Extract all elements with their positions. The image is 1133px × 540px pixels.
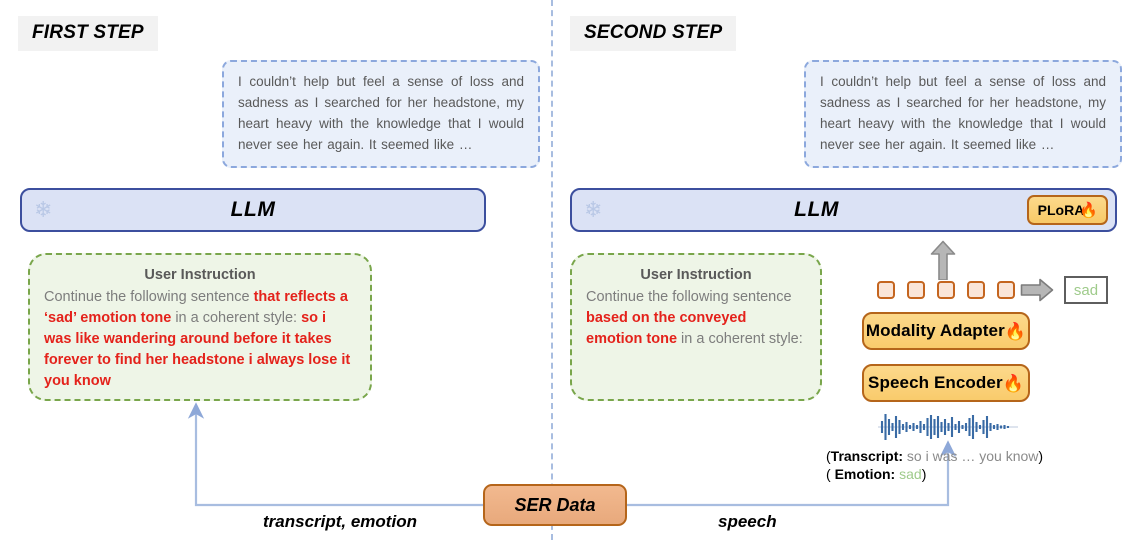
plora-badge: PLoRA 🔥 (1026, 195, 1108, 225)
modality-adapter-box: Modality Adapter🔥 (862, 312, 1030, 350)
instruction-segment: Continue the following sentence (44, 289, 254, 305)
flame-icon: 🔥 (1004, 321, 1027, 341)
snowflake-icon: ❄ (34, 197, 53, 222)
instruction-body: Continue the following sentence based on… (586, 289, 803, 347)
flame-icon: 🔥 (1079, 201, 1098, 219)
speech-token (907, 281, 925, 299)
transcript-label: Transcript: (830, 448, 904, 464)
instruction-segment: Continue the following sentence (586, 289, 792, 305)
speech-encoder-label: Speech Encoder (868, 373, 1003, 392)
first-step-llm-box: ❄ LLM (20, 188, 486, 232)
instruction-title: User Instruction (144, 267, 256, 283)
first-step-header: FIRST STEP (18, 16, 158, 51)
paren-close: ) (1038, 448, 1044, 464)
snowflake-icon: ❄ (584, 197, 603, 222)
paren-open: ( (826, 448, 831, 464)
second-step-llm-box: ❄ LLM PLoRA 🔥 (570, 188, 1117, 232)
transcript-emotion-edge-label: transcript, emotion (263, 512, 417, 531)
paren-open: ( (826, 466, 831, 482)
speech-token (967, 281, 985, 299)
audio-waveform-icon (878, 414, 1018, 440)
speech-token (877, 281, 895, 299)
instruction-segment-highlight: so i was like wandering around before it… (44, 310, 351, 389)
speech-token (937, 281, 955, 299)
tokens-to-llm-arrow (930, 240, 956, 280)
transcript-caption: (Transcript: so i was … you know) (826, 448, 1043, 464)
emotion-caption: ( Emotion: sad) (826, 466, 926, 482)
speech-encoder-box: Speech Encoder🔥 (862, 364, 1030, 402)
emotion-value: sad (899, 466, 922, 482)
modality-adapter-label: Modality Adapter (865, 321, 1005, 340)
first-step-instruction-box: User Instruction Continue the following … (28, 253, 372, 401)
instruction-segment-highlight: that reflects a ‘sad’ emotion tone (44, 289, 348, 326)
second-step-output-text: I couldn’t help but feel a sense of loss… (804, 60, 1122, 168)
tokens-to-prediction-arrow (1020, 278, 1054, 302)
emotion-prediction-box: sad (1064, 276, 1108, 304)
speech-token (997, 281, 1015, 299)
second-step-header: SECOND STEP (570, 16, 737, 51)
instruction-segment: in a coherent style: (677, 331, 803, 347)
paren-close: ) (921, 466, 927, 482)
plora-label: PLoRA (1037, 202, 1085, 218)
second-step-instruction-box: User Instruction Continue the following … (570, 253, 822, 401)
speech-edge-label: speech (718, 512, 777, 531)
ser-data-box: SER Data (483, 484, 627, 526)
transcript-value: so i was … you know (906, 448, 1039, 464)
flame-icon: 🔥 (1002, 373, 1024, 393)
first-step-output-text: I couldn’t help but feel a sense of loss… (222, 60, 540, 168)
instruction-body: Continue the following sentence that ref… (44, 289, 350, 389)
llm-label: LLM (230, 198, 276, 221)
instruction-segment: in a coherent style: (171, 310, 302, 326)
instruction-title: User Instruction (640, 267, 752, 283)
speech-token-row (877, 281, 1015, 299)
llm-label: LLM (794, 198, 839, 221)
emotion-label: Emotion: (834, 466, 896, 482)
instruction-segment-highlight: based on the conveyed emotion tone (586, 310, 747, 347)
step-divider (551, 0, 553, 540)
